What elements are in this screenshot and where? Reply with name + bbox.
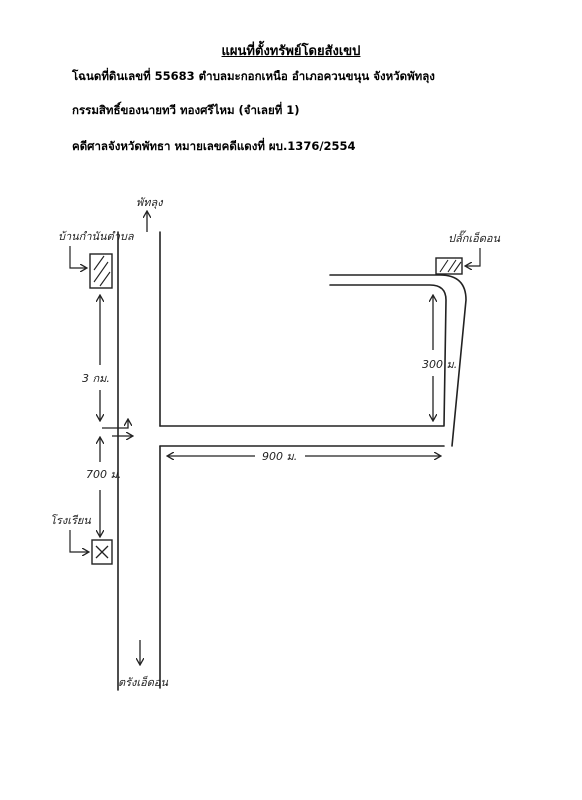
landmark-top-left-label: บ้านกำนันตำบล (58, 230, 135, 243)
title-deed-line: โฉนดที่ดินเลขที่ 55683 ตำบลมะกอกเหนือ อำ… (72, 69, 435, 83)
landmark-school: โรงเรียน (50, 514, 113, 565)
dimension-marks (100, 296, 440, 536)
owner-line: กรรมสิทธิ์ของนายทวี ทองศรีไหม (จำเลยที่ … (72, 103, 300, 117)
court-case-line: คดีศาลจังหวัดพัทธา หมายเลขคดีแดงที่ ผบ.1… (72, 139, 356, 153)
direction-bottom-label: ตรังเอ็ดอน (118, 675, 169, 689)
landmark-top-left: บ้านกำนันตำบล (58, 230, 135, 289)
side-road-outer-edge (329, 274, 467, 447)
distance-left-upper-label: 3 กม. (82, 372, 110, 385)
distance-horizontal-label: 900 ม. (262, 450, 297, 463)
direction-arrows (140, 212, 147, 664)
landmark-top-right: ปลั๊กเอ็ดอน (435, 230, 500, 275)
landmark-top-right-label: ปลั๊กเอ็ดอน (448, 230, 500, 245)
side-road-upper-edge (159, 284, 447, 427)
landmark-school-label: โรงเรียน (50, 514, 91, 527)
roads (117, 231, 467, 691)
map-title: แผนที่ตั้งทรัพย์โดยสังเขป (221, 44, 361, 59)
distance-left-lower-label: 700 ม. (86, 468, 121, 481)
distance-right-label: 300 ม. (422, 358, 457, 371)
direction-top-label: พัทลุง (136, 196, 164, 209)
